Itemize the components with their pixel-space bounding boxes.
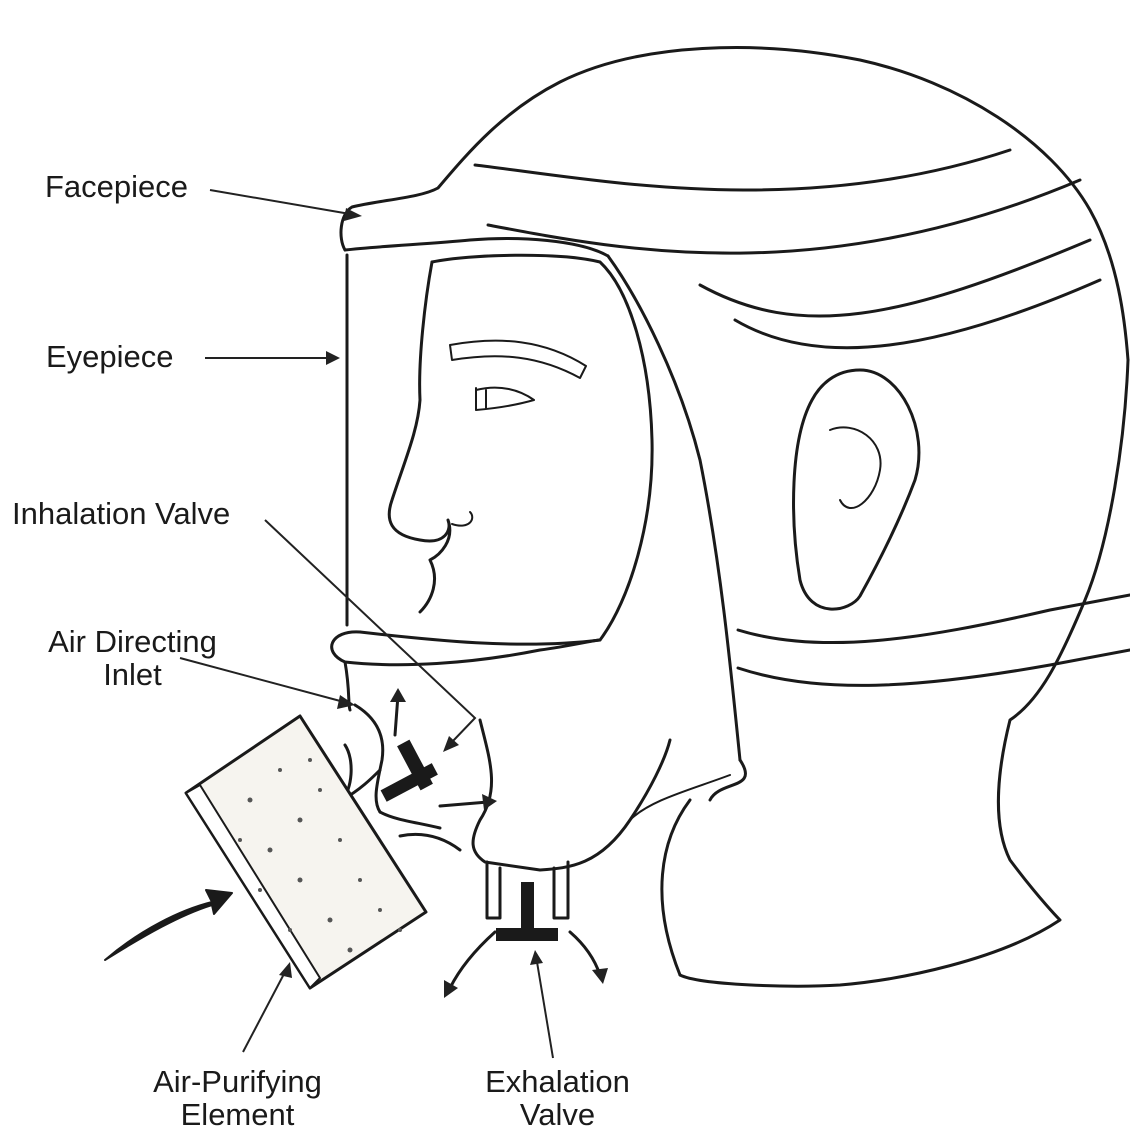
facepiece-side-edge xyxy=(608,256,740,760)
inhalation-valve-label: Inhalation Valve xyxy=(12,497,230,530)
airflow-arrow-up-head xyxy=(390,688,406,702)
ear xyxy=(794,370,919,609)
facepiece-leader xyxy=(210,190,350,214)
hood-outline xyxy=(341,48,1128,360)
exhalation-valve-leader-head xyxy=(530,950,543,965)
exhalation-valve-label: Exhalation Valve xyxy=(460,1065,655,1131)
back-of-head xyxy=(680,360,1128,986)
neck-front xyxy=(662,760,746,975)
exhalation-port-left xyxy=(487,862,500,918)
exhaust-arrow-left xyxy=(450,932,495,988)
eyepiece-label: Eyepiece xyxy=(46,340,174,373)
air-directing-inlet-label: Air Directing Inlet xyxy=(30,625,235,691)
incoming-airflow-arrow xyxy=(105,890,232,960)
air-purifying-element-leader-head xyxy=(279,962,292,978)
exhalation-valve-stem xyxy=(521,882,534,934)
air-directing-inlet-leader-head xyxy=(337,695,355,709)
air-purifying-element xyxy=(186,716,426,988)
facepiece-leader-head xyxy=(344,208,362,221)
inhalation-valve-leader xyxy=(265,520,475,742)
air-purifying-element-leader xyxy=(243,972,285,1052)
eyepiece-leader-head xyxy=(326,351,340,365)
exhalation-valve-leader xyxy=(537,962,553,1058)
inlet-duct-lower xyxy=(380,812,440,828)
exhalation-port-right xyxy=(554,862,568,918)
strap-lower-1 xyxy=(738,595,1130,643)
facepiece-chin xyxy=(332,632,600,665)
air-purifying-element-label: Air-Purifying Element xyxy=(135,1065,340,1131)
eye xyxy=(476,388,534,410)
airflow-arrow-right xyxy=(440,802,488,806)
facepiece-label: Facepiece xyxy=(45,170,188,203)
exhaust-arrow-right-head xyxy=(592,968,608,984)
nostril xyxy=(452,512,472,526)
strap-upper-2 xyxy=(488,180,1080,253)
lens-window xyxy=(360,255,652,644)
exhaust-arrow-right xyxy=(570,932,600,975)
ear-inner xyxy=(830,427,881,508)
facepiece-rim-top xyxy=(345,239,608,256)
facepiece-lower-body xyxy=(473,720,670,870)
exhalation-valve-bar xyxy=(496,928,558,941)
face-profile xyxy=(389,262,450,612)
strap-upper-1 xyxy=(475,150,1010,190)
exhaust-arrow-left-head xyxy=(444,980,458,998)
strap-lower-2 xyxy=(738,650,1130,685)
eyebrow xyxy=(450,341,586,378)
